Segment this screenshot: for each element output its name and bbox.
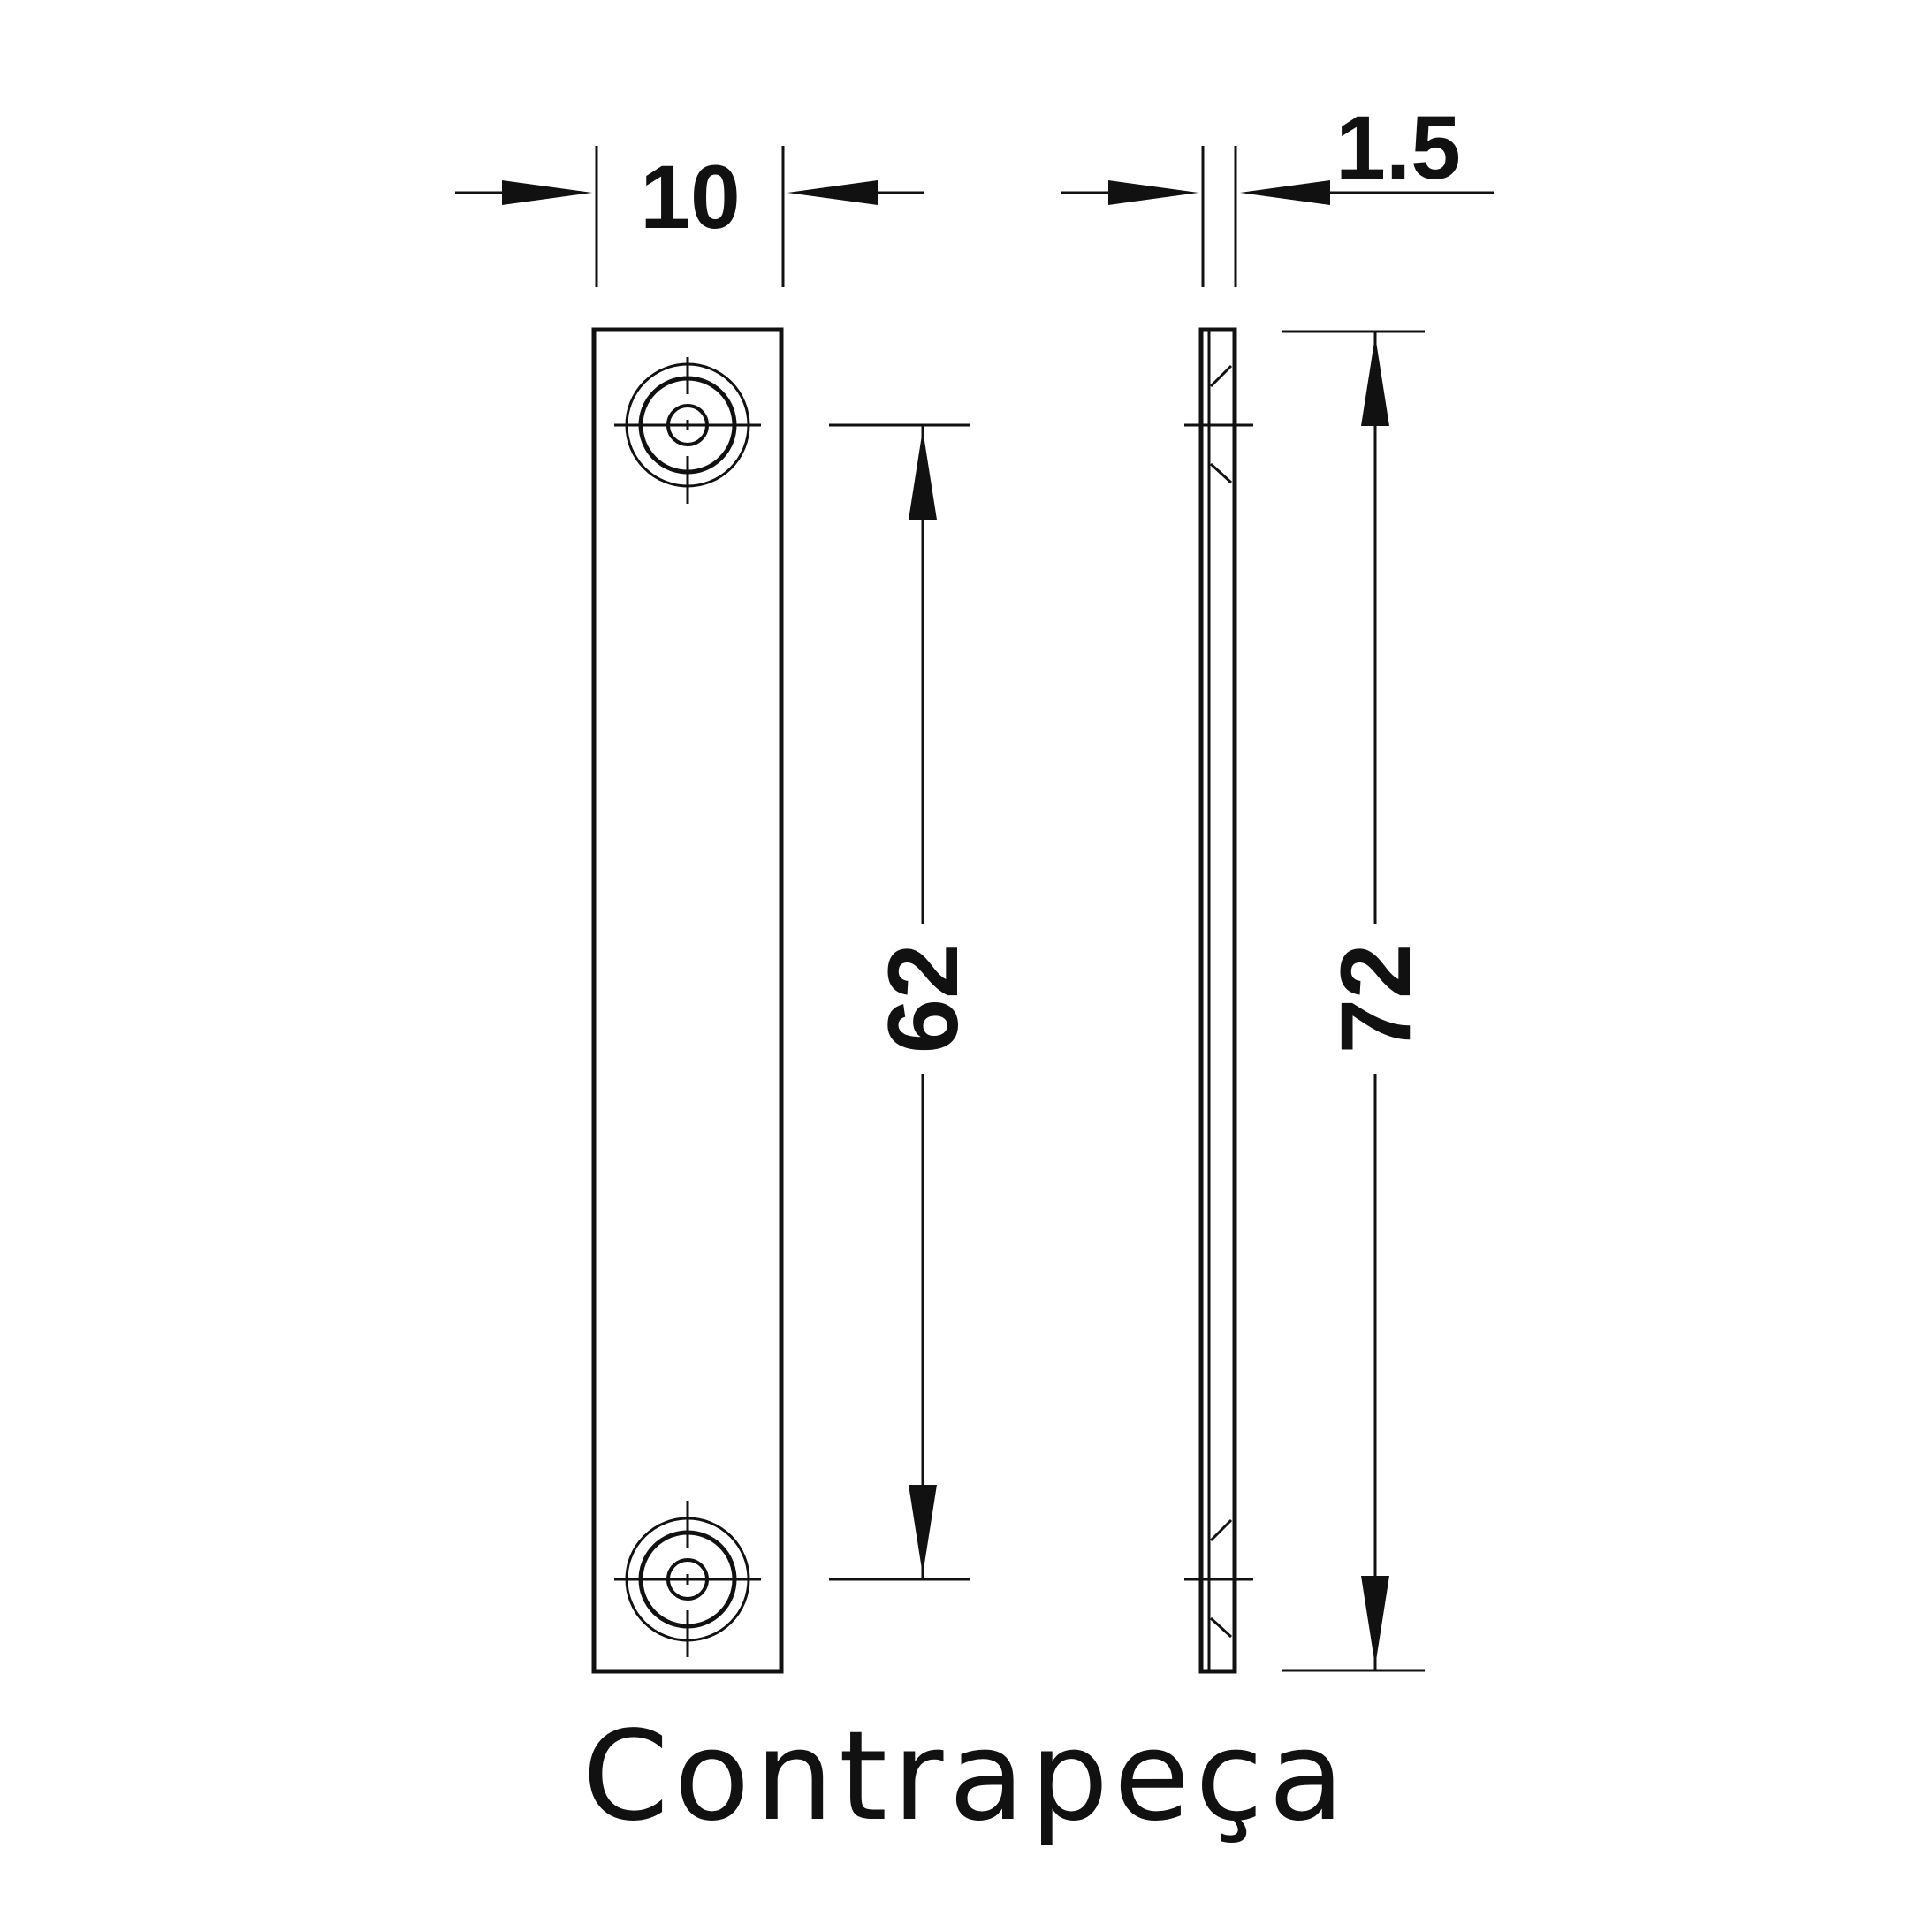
width-dimension: 10 bbox=[455, 146, 924, 287]
top-mounting-hole bbox=[614, 357, 761, 504]
length-dimension-label: 72 bbox=[1320, 944, 1431, 1054]
thickness-dimension: 1.5 bbox=[1061, 97, 1494, 287]
hole-spacing-dimension-label: 62 bbox=[868, 944, 978, 1054]
front-view: 10 62 bbox=[455, 146, 978, 1674]
length-dimension: 72 bbox=[1282, 330, 1431, 1672]
bottom-mounting-hole bbox=[614, 1501, 761, 1657]
width-dimension-label: 10 bbox=[640, 147, 740, 247]
hole-spacing-dimension: 62 bbox=[829, 423, 978, 1581]
caption: Contrapeça bbox=[582, 1705, 1350, 1849]
plate-outline bbox=[591, 327, 784, 1674]
profile-outline bbox=[1198, 327, 1237, 1674]
side-view: 1.5 72 bbox=[1061, 97, 1494, 1674]
thickness-dimension-label: 1.5 bbox=[1335, 97, 1461, 198]
